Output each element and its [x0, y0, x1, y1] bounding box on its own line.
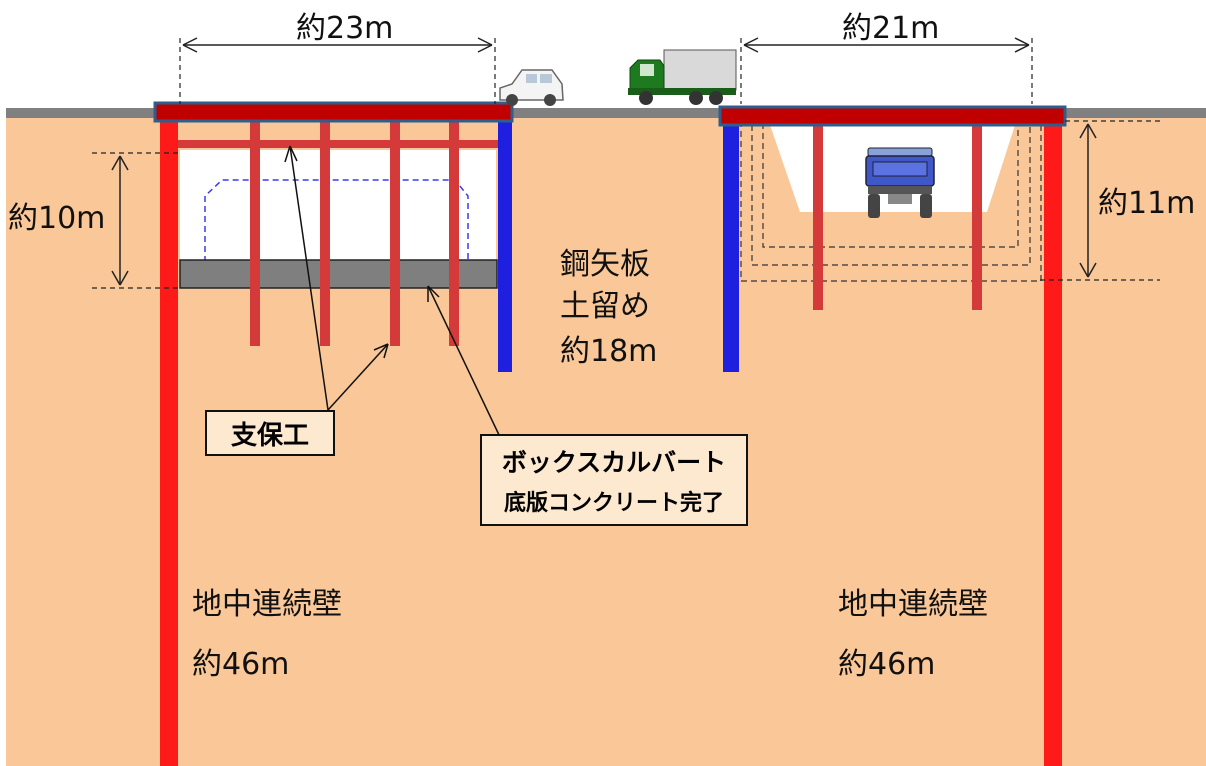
dump-truck-icon	[865, 147, 935, 218]
sheet-pile-right	[723, 112, 739, 372]
strut-post	[449, 120, 459, 346]
box-culvert-label-1: ボックスカルバート	[501, 448, 727, 477]
strut-beam	[176, 140, 498, 148]
sheet-pile-label-2: 土留め	[560, 289, 650, 324]
car-icon	[499, 69, 564, 106]
left-width-label: 約23m	[296, 11, 394, 46]
diaphragm-wall-left-length: 約46m	[192, 647, 290, 682]
diaphragm-wall-right-length: 約46m	[838, 647, 936, 682]
box-culvert-label-2: 底版コンクリート完了	[503, 491, 724, 516]
sheet-pile-label-1: 鋼矢板	[560, 247, 650, 282]
callout-leaders	[284, 145, 501, 438]
deck-right	[718, 105, 1067, 127]
left-depth-label: 約10m	[8, 201, 106, 236]
right-width-label: 約21m	[842, 11, 940, 46]
sheet-pile-left	[498, 112, 512, 372]
box-culvert-outline	[204, 179, 469, 262]
diaphragm-wall-right-shape	[1044, 112, 1062, 766]
right-dash-inner	[762, 124, 1019, 248]
deck-left	[153, 101, 514, 123]
sheet-pile-label-3: 約18m	[560, 334, 658, 369]
right-depth-label: 約11m	[1098, 186, 1196, 221]
strut-post	[390, 120, 400, 346]
strut-post	[320, 120, 330, 346]
strut-post	[250, 120, 260, 346]
road-surface	[6, 108, 1206, 118]
support-label: 支保工	[230, 420, 309, 451]
truck-icon	[628, 49, 737, 105]
right-dash-mid	[751, 124, 1031, 266]
strut-post	[813, 120, 823, 310]
support-callout: 支保工	[205, 410, 335, 456]
left-excavation	[180, 150, 496, 262]
strut-post	[972, 120, 982, 310]
bottom-slab	[179, 259, 498, 289]
box-culvert-callout: ボックスカルバート 底版コンクリート完了	[480, 434, 748, 526]
diaphragm-wall-left-shape	[160, 112, 178, 766]
diaphragm-wall-left-name: 地中連続壁	[192, 587, 342, 622]
diaphragm-wall-right-name: 地中連続壁	[838, 587, 988, 622]
